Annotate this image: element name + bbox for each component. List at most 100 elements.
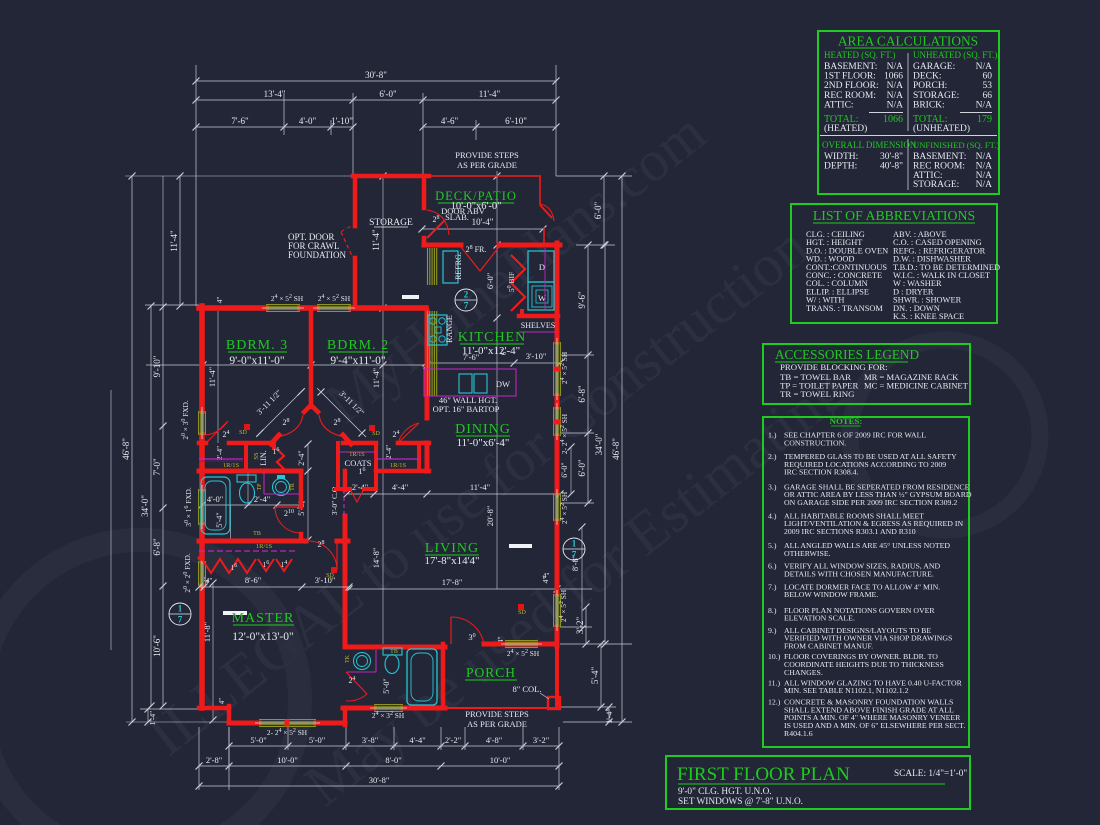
svg-text:GARAGE SHALL BE SEPERATED FROM: GARAGE SHALL BE SEPERATED FROM RESIDENCE (784, 482, 970, 491)
svg-text:HEATED (SQ. FT.): HEATED (SQ. FT.) (824, 50, 895, 60)
svg-text:W.I.C. : WALK IN CLOSET: W.I.C. : WALK IN CLOSET (893, 271, 990, 280)
svg-text:2009 IRC SECTIONS R303.1 AND R: 2009 IRC SECTIONS R303.1 AND R310 (784, 527, 916, 536)
svg-text:9'-0" CLG. HGT. U.N.O.: 9'-0" CLG. HGT. U.N.O. (678, 787, 772, 797)
svg-text:8'-0": 8'-0" (385, 755, 401, 765)
svg-text:OTHERWISE.: OTHERWISE. (784, 549, 831, 558)
svg-text:AS PER GRADE: AS PER GRADE (457, 160, 517, 170)
svg-text:FLOOR COVERINGS BY OWNER. BLDR: FLOOR COVERINGS BY OWNER. BLDR. TO (784, 652, 938, 661)
svg-text:MR = MAGAZINE RACK: MR = MAGAZINE RACK (864, 372, 959, 382)
svg-text:N/A: N/A (887, 91, 904, 101)
svg-text:5'-0": 5'-0" (309, 735, 325, 745)
svg-text:N/A: N/A (976, 171, 993, 181)
svg-text:6'-0": 6'-0" (593, 202, 603, 220)
svg-text:16: 16 (273, 447, 280, 456)
svg-text:TR = TOWEL RING: TR = TOWEL RING (780, 389, 855, 399)
svg-text:FIRST FLOOR PLAN: FIRST FLOOR PLAN (677, 764, 850, 785)
svg-text:PORCH:: PORCH: (913, 81, 947, 91)
svg-text:FROM CABINET MANUF.: FROM CABINET MANUF. (784, 642, 873, 651)
svg-text:RANGE: RANGE (445, 315, 454, 343)
svg-text:3'-2": 3'-2" (533, 735, 549, 745)
svg-text:11.): 11.) (768, 678, 780, 687)
svg-text:11'-4": 11'-4" (371, 368, 381, 388)
svg-text:4'-4": 4'-4" (409, 735, 425, 745)
svg-text:PORCH: PORCH (466, 665, 516, 680)
svg-text:DW: DW (496, 379, 510, 389)
svg-text:12.): 12.) (768, 698, 781, 707)
svg-text:13'-4": 13'-4" (264, 89, 286, 99)
svg-text:7'-0": 7'-0" (152, 458, 162, 476)
svg-text:CLG. : CEILING: CLG. : CEILING (806, 230, 865, 239)
svg-text:W : WASHER: W : WASHER (893, 279, 942, 288)
svg-text:TB: TB (390, 649, 398, 655)
svg-text:1'-4": 1'-4" (605, 708, 614, 723)
svg-text:2'-8": 2'-8" (206, 755, 222, 765)
svg-text:R404.1.6: R404.1.6 (784, 729, 813, 738)
svg-text:4'-0": 4'-0" (207, 494, 223, 504)
svg-text:24 × 52 SH: 24 × 52 SH (559, 589, 568, 622)
svg-text:10'-6": 10'-6" (152, 635, 162, 657)
svg-text:VERIFIED WITH OWNER VIA SHOP D: VERIFIED WITH OWNER VIA SHOP DRAWINGS (784, 634, 952, 643)
svg-text:1: 1 (572, 539, 577, 549)
svg-text:4'-6": 4'-6" (441, 116, 459, 126)
svg-text:3'-0" C.O.: 3'-0" C.O. (330, 485, 339, 516)
svg-text:BDRM. 2: BDRM. 2 (327, 338, 389, 353)
svg-text:16: 16 (231, 563, 238, 572)
svg-text:HGT. : HEIGHT: HGT. : HEIGHT (806, 238, 862, 247)
svg-text:8'-6": 8'-6" (245, 575, 261, 585)
svg-text:4": 4" (206, 576, 213, 585)
svg-text:6'-0": 6'-0" (485, 273, 495, 289)
svg-text:3'-8": 3'-8" (362, 735, 378, 745)
svg-text:1R/1S: 1R/1S (390, 462, 407, 469)
svg-text:KITCHEN: KITCHEN (458, 330, 526, 345)
svg-text:4'-0": 4'-0" (299, 116, 317, 126)
svg-text:14'-8": 14'-8" (371, 548, 381, 569)
svg-text:28 FR.: 28 FR. (466, 245, 487, 254)
svg-text:D: D (539, 262, 545, 272)
svg-text:2ND FLOOR:: 2ND FLOOR: (824, 81, 879, 91)
svg-text:LIN.: LIN. (259, 450, 268, 465)
svg-text:11'-4": 11'-4" (207, 367, 217, 387)
svg-text:DECK/PATIO: DECK/PATIO (435, 189, 517, 203)
svg-text:1'-4": 1'-4" (148, 711, 157, 725)
svg-text:24 × 32 SH: 24 × 32 SH (372, 711, 405, 720)
svg-text:6": 6" (500, 349, 508, 356)
svg-text:MASTER: MASTER (232, 611, 295, 626)
svg-text:6'-0": 6'-0" (379, 89, 397, 99)
svg-text:7'-6": 7'-6" (463, 352, 479, 362)
svg-text:TK: TK (345, 654, 351, 663)
svg-text:DECK:: DECK: (913, 72, 942, 82)
svg-text:TRANS. : TRANSOM: TRANS. : TRANSOM (806, 304, 883, 313)
svg-text:ATTIC:: ATTIC: (824, 100, 854, 110)
svg-text:24 × 52 SH: 24 × 52 SH (318, 294, 351, 303)
svg-text:CHANGES.: CHANGES. (784, 668, 823, 677)
svg-text:8.): 8.) (768, 606, 777, 615)
svg-text:STORAGE: STORAGE (369, 218, 413, 228)
svg-text:210: 210 (284, 509, 294, 518)
svg-text:FLOOR PLAN NOTATIONS GOVERN OV: FLOOR PLAN NOTATIONS GOVERN OVER (784, 606, 935, 615)
svg-text:1R/1S: 1R/1S (256, 543, 273, 550)
svg-text:OVERALL DIMENSION: OVERALL DIMENSION (822, 140, 917, 150)
svg-text:NOTES:: NOTES: (830, 416, 863, 426)
svg-text:ALL CABINET DESIGNS/LAYOUTS TO: ALL CABINET DESIGNS/LAYOUTS TO BE (784, 626, 931, 635)
svg-text:4'-8": 4'-8" (486, 735, 502, 745)
svg-text:1R/1S: 1R/1S (349, 451, 365, 458)
svg-text:ALL WINDOW GLAZING TO HAVE 0.4: ALL WINDOW GLAZING TO HAVE 0.40 U-FACTOR (784, 678, 963, 687)
svg-text:C.O. : CASED OPENING: C.O. : CASED OPENING (893, 238, 982, 247)
svg-text:4.): 4.) (768, 511, 777, 520)
svg-text:ELEVATION SCALE.: ELEVATION SCALE. (784, 614, 855, 623)
svg-text:SLAB.: SLAB. (445, 212, 469, 222)
svg-text:2'-2": 2'-2" (445, 735, 461, 745)
svg-text:COATS: COATS (345, 458, 372, 468)
svg-text:4": 4" (202, 577, 211, 584)
svg-text:50 BIF: 50 BIF (507, 272, 516, 292)
svg-text:SD: SD (239, 430, 247, 436)
svg-text:11'-8": 11'-8" (202, 622, 212, 642)
svg-text:4": 4" (218, 698, 226, 705)
svg-text:WD. : WOOD: WD. : WOOD (806, 255, 854, 264)
svg-text:DINING: DINING (455, 422, 511, 437)
svg-text:UNHEATED (SQ. FT.): UNHEATED (SQ. FT.) (913, 50, 997, 60)
svg-text:SD: SD (372, 431, 380, 437)
svg-text:10'-0": 10'-0" (490, 755, 511, 765)
svg-text:2'-4": 2'-4" (352, 482, 368, 492)
svg-text:3'-10": 3'-10" (315, 575, 336, 585)
